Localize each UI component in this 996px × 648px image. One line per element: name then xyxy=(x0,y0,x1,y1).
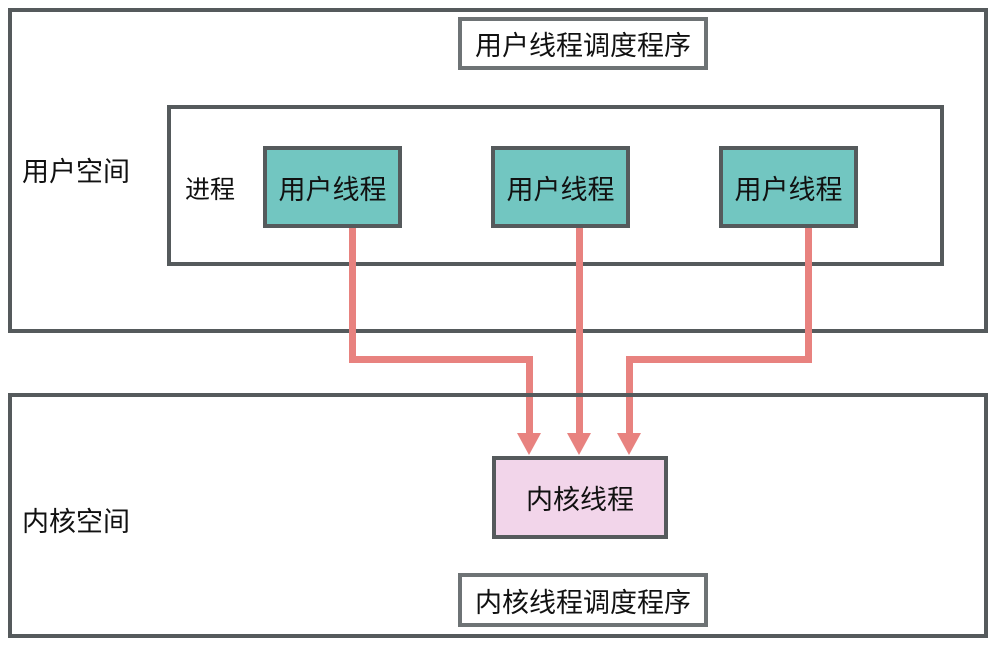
user-thread-box-3: 用户线程 xyxy=(719,146,858,228)
user-thread-box-1: 用户线程 xyxy=(263,146,402,228)
connector-3-segment-vertical-upper xyxy=(805,228,812,363)
user-thread-scheduler-box: 用户线程调度程序 xyxy=(458,17,708,70)
connector-1-segment-vertical-upper xyxy=(349,228,356,363)
user-thread-box-2: 用户线程 xyxy=(491,146,630,228)
process-frame xyxy=(167,105,944,266)
kernel-space-frame xyxy=(8,393,988,638)
user-space-frame xyxy=(8,8,988,333)
kernel-thread-box: 内核线程 xyxy=(492,456,668,539)
kernel-space-label: 内核空间 xyxy=(22,507,130,537)
kernel-thread-scheduler-label: 内核线程调度程序 xyxy=(475,587,691,618)
connector-2-arrowhead xyxy=(567,433,591,455)
user-thread-label-3: 用户线程 xyxy=(734,174,843,205)
process-label: 进程 xyxy=(185,176,236,204)
kernel-thread-label: 内核线程 xyxy=(526,485,634,515)
connector-3-arrowhead xyxy=(617,433,641,455)
kernel-thread-scheduler-box: 内核线程调度程序 xyxy=(458,573,708,627)
connector-1-arrowhead xyxy=(517,433,541,455)
user-thread-scheduler-label: 用户线程调度程序 xyxy=(475,31,691,61)
user-thread-label-2: 用户线程 xyxy=(506,174,615,205)
connector-2-segment-vertical xyxy=(576,228,583,434)
connector-3-segment-horizontal xyxy=(626,356,812,363)
connector-1-segment-horizontal xyxy=(349,356,533,363)
user-thread-label-1: 用户线程 xyxy=(278,174,387,205)
user-space-label: 用户空间 xyxy=(22,157,130,187)
